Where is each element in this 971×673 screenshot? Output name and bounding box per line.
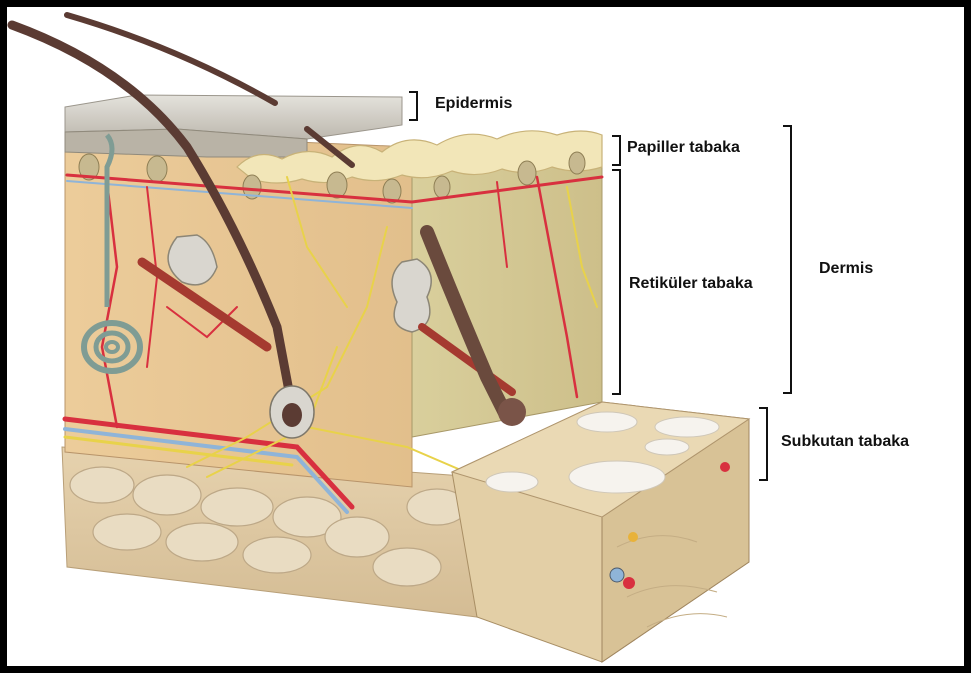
- dermis-label: Dermis: [819, 260, 873, 278]
- subkutan-tabaka-label: Subkutan tabaka: [781, 433, 909, 451]
- epidermis-label: Epidermis: [435, 95, 512, 113]
- dermis-bracket: [783, 125, 792, 394]
- retikuler-bracket: [612, 169, 621, 395]
- diagram-frame: Epidermis Papiller tabaka Retiküler taba…: [7, 7, 964, 666]
- papiller-tabaka-label: Papiller tabaka: [627, 139, 740, 157]
- papiller-bracket: [612, 135, 621, 166]
- epidermis-bracket: [409, 91, 418, 121]
- retikuler-tabaka-label: Retiküler tabaka: [629, 275, 753, 293]
- subkutan-bracket: [759, 407, 768, 481]
- subcutaneous-block: [452, 402, 749, 662]
